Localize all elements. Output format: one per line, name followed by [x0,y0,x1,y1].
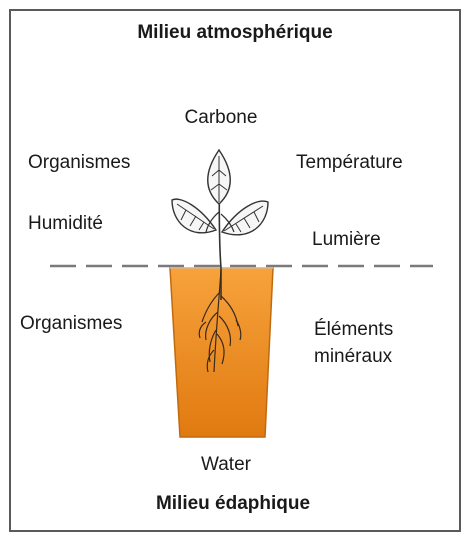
label-elements-line2: minéraux [314,346,392,368]
label-elements-line1: Éléments [314,319,393,341]
edaphic-title: Milieu édaphique [156,493,310,515]
right-leaf [222,201,268,235]
label-carbone: Carbone [185,107,258,129]
top-leaf [208,150,231,204]
label-organismes-air: Organismes [28,152,130,174]
label-water: Water [201,454,251,476]
label-lumiere: Lumière [312,229,381,251]
label-temperature: Température [296,152,403,174]
label-organismes-sol: Organismes [20,313,122,335]
label-humidite: Humidité [28,213,103,235]
atmosphere-title: Milieu atmosphérique [137,22,332,44]
left-leaf [172,199,216,233]
